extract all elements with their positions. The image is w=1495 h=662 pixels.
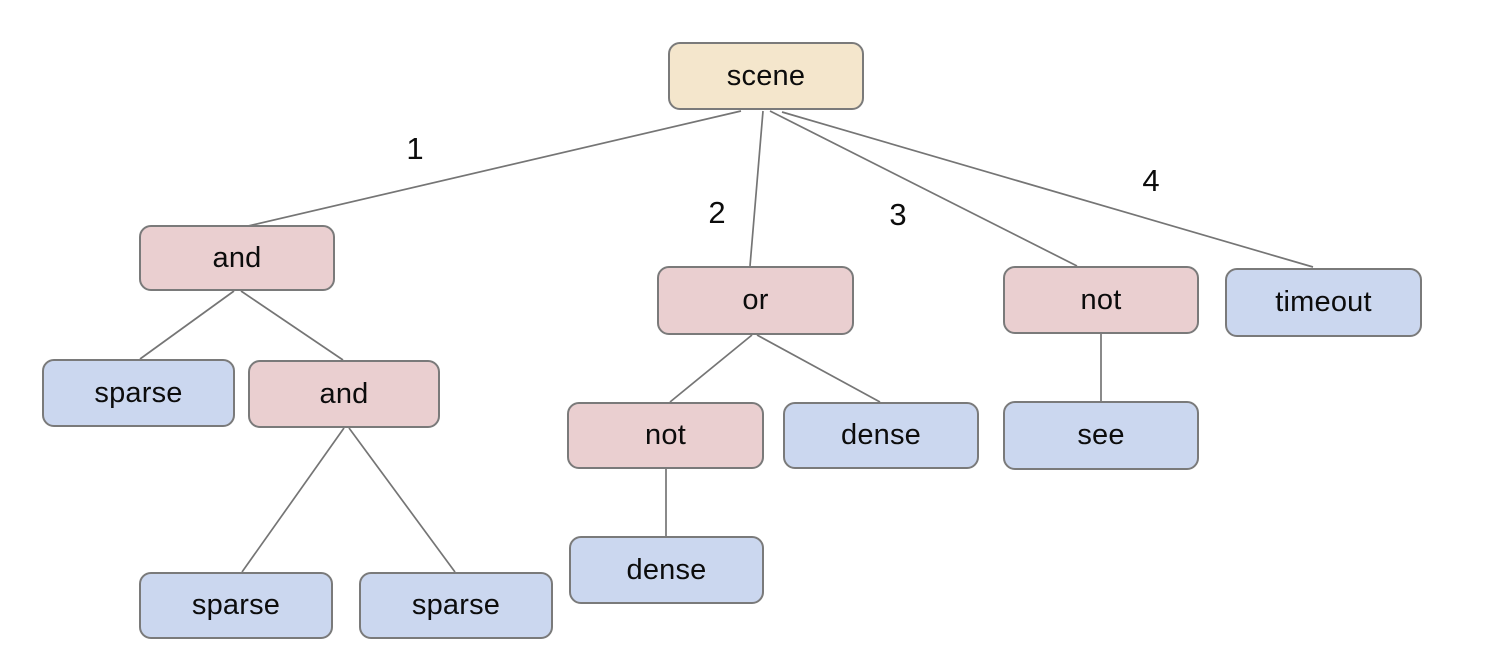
edge-and-and: [240, 290, 344, 361]
node-not-2: not: [567, 402, 764, 469]
edge-scene-not: [769, 110, 1078, 267]
node-see: see: [1003, 401, 1199, 470]
node-and-2: and: [248, 360, 440, 428]
edge-and-sparse: [139, 290, 235, 360]
edge-and2-sparse2: [348, 427, 456, 573]
node-not-1: not: [1003, 266, 1199, 334]
edge-or-not: [669, 334, 753, 403]
node-sparse-2: sparse: [139, 572, 333, 639]
edge-scene-or: [749, 110, 764, 267]
edge-and2-sparse: [241, 427, 345, 573]
edge-scene-and: [243, 110, 742, 228]
node-or: or: [657, 266, 854, 335]
edge-label-3: 3: [889, 197, 907, 232]
edge-or-dense: [756, 334, 881, 403]
node-scene: scene: [668, 42, 864, 110]
node-sparse-1: sparse: [42, 359, 235, 427]
node-dense-2: dense: [569, 536, 764, 604]
edge-scene-timeout: [781, 111, 1314, 268]
node-dense-1: dense: [783, 402, 979, 469]
node-sparse-3: sparse: [359, 572, 553, 639]
edge-label-2: 2: [708, 195, 726, 230]
node-timeout: timeout: [1225, 268, 1422, 337]
node-and-1: and: [139, 225, 335, 291]
edge-label-1: 1: [406, 131, 424, 166]
edge-label-4: 4: [1142, 163, 1160, 198]
